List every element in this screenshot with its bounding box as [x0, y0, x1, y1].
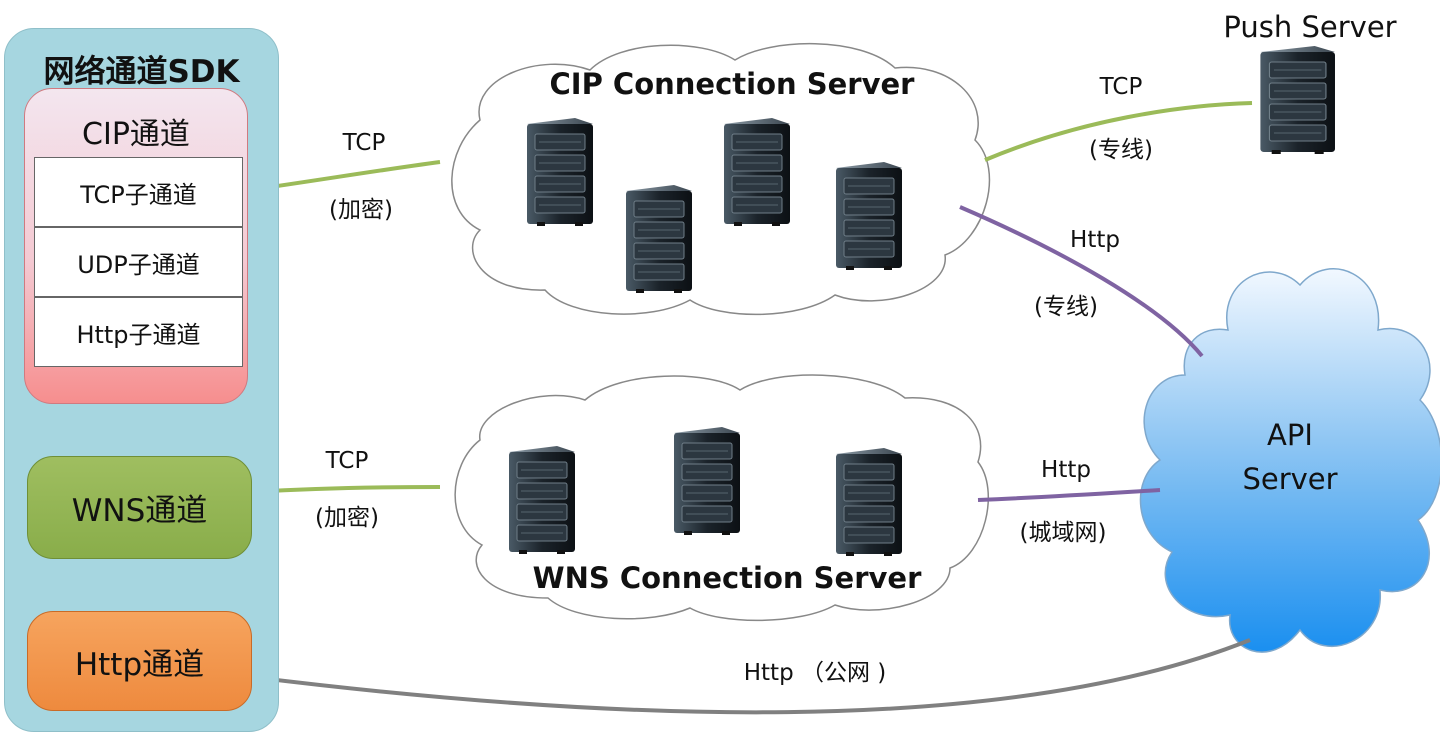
udp-sub-channel: UDP子通道	[34, 227, 243, 297]
wns-api-note: (城域网)	[1019, 520, 1107, 546]
sdk-cip-proto: TCP	[342, 130, 386, 156]
wns-api-proto: Http	[1041, 457, 1091, 483]
api-server-title-line2: Server	[1242, 462, 1338, 496]
wns-channel: WNS通道	[27, 456, 252, 559]
api-server-title-line1: API	[1267, 418, 1313, 452]
line-sdk-to-api	[251, 638, 1251, 715]
cip-channel-title: CIP通道	[82, 117, 190, 152]
sdk-api-public-label: Http （公网 )	[743, 660, 887, 686]
wns-server-title: WNS Connection Server	[532, 561, 922, 595]
sdk-wns-note: (加密)	[315, 505, 379, 531]
cip-push-proto: TCP	[1099, 74, 1143, 100]
line-cip-to-api	[959, 205, 1204, 358]
server-rack-icon	[625, 184, 693, 294]
server-rack-icon	[835, 447, 903, 557]
cip-api-proto: Http	[1070, 227, 1120, 253]
cip-push-note: (专线)	[1089, 137, 1153, 163]
http-sub-channel: Http子通道	[34, 297, 243, 367]
cip-api-note: (专线)	[1034, 294, 1098, 320]
server-rack-icon	[526, 117, 594, 227]
push-server-rack-icon	[1259, 45, 1336, 155]
cip-server-title: CIP Connection Server	[549, 67, 915, 101]
server-rack-icon	[723, 117, 791, 227]
http-channel: Http通道	[27, 611, 252, 711]
line-cip-to-push	[984, 101, 1253, 162]
line-wns-to-api	[977, 488, 1161, 502]
sdk-title: 网络通道SDK	[43, 54, 240, 90]
line-sdk-to-wns	[251, 485, 441, 494]
sdk-wns-proto: TCP	[325, 448, 369, 474]
sdk-cip-note: (加密)	[329, 197, 393, 223]
server-rack-icon	[673, 426, 741, 536]
server-rack-icon	[508, 445, 576, 555]
api-server-cloud	[1139, 268, 1440, 653]
tcp-sub-channel: TCP子通道	[34, 157, 243, 227]
server-rack-icon	[835, 161, 903, 271]
push-server-title: Push Server	[1223, 10, 1397, 44]
